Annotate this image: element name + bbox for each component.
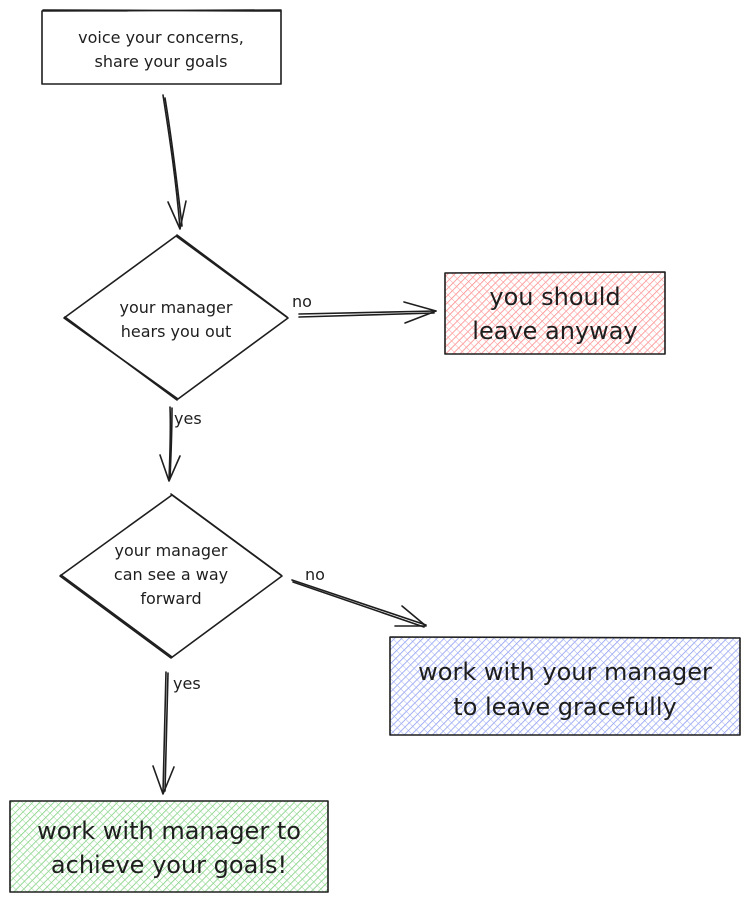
edge-decision2-yes: yes xyxy=(152,671,201,795)
achieve-goals-line-2: achieve your goals! xyxy=(51,851,287,879)
edge-decision2-no: no xyxy=(291,565,427,628)
decision1-line-2: hears you out xyxy=(121,322,231,341)
decision2-line-1: your manager xyxy=(115,541,228,560)
leave-gracefully-node: work with your manager to leave graceful… xyxy=(389,636,741,736)
decision1-node: your manager hears you out xyxy=(63,234,289,401)
edge-decision1-no: no xyxy=(292,292,437,324)
start-node: voice your concerns, share your goals xyxy=(41,9,282,85)
decision1-yes-label: yes xyxy=(174,409,202,428)
decision2-yes-label: yes xyxy=(173,674,201,693)
decision2-line-3: forward xyxy=(140,589,201,608)
achieve-goals-node: work with manager to achieve your goals! xyxy=(9,800,329,893)
start-node-line-2: share your goals xyxy=(94,52,227,71)
leave-gracefully-line-2: to leave gracefully xyxy=(453,693,676,721)
leave-anyway-node: you should leave anyway xyxy=(444,271,666,355)
achieve-goals-line-1: work with manager to xyxy=(37,817,301,845)
edge-decision1-yes: yes xyxy=(159,406,202,482)
decision2-node: your manager can see a way forward xyxy=(59,493,283,659)
leave-anyway-line-1: you should xyxy=(489,283,620,311)
decision1-line-1: your manager xyxy=(120,298,233,317)
decision2-line-2: can see a way xyxy=(114,565,228,584)
start-node-line-1: voice your concerns, xyxy=(78,28,244,47)
decision2-no-label: no xyxy=(305,565,325,584)
edge-start-to-decision1 xyxy=(162,94,187,230)
leave-anyway-line-2: leave anyway xyxy=(472,317,637,345)
decision1-no-label: no xyxy=(292,292,312,311)
leave-gracefully-line-1: work with your manager xyxy=(418,658,712,686)
